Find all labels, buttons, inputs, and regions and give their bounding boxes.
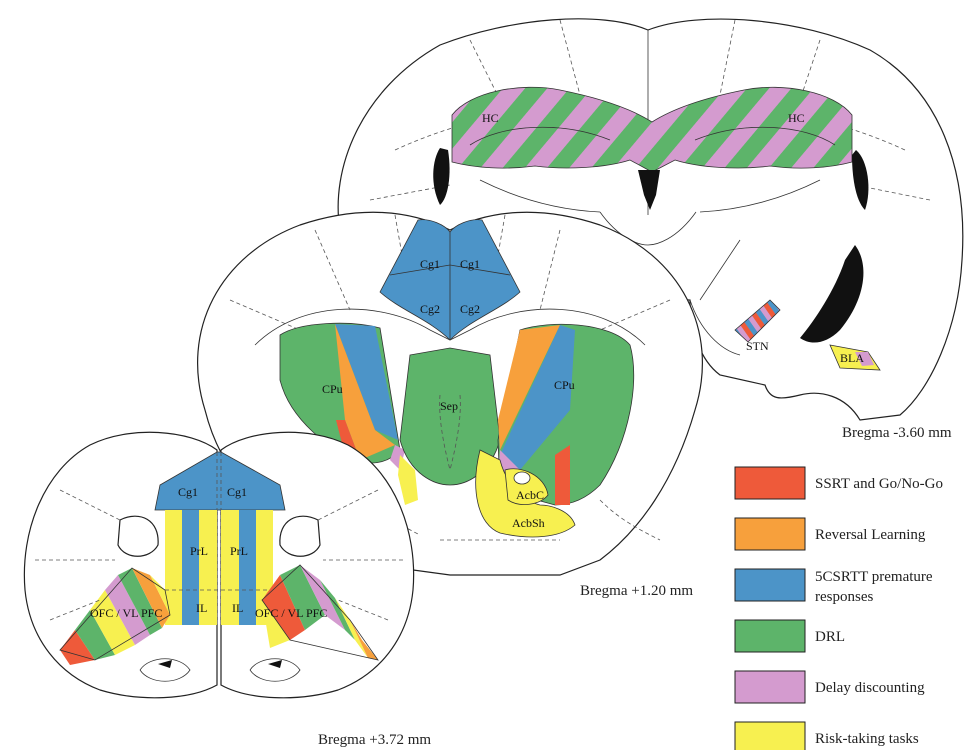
bregma-posterior: Bregma -3.60 mm — [842, 425, 952, 441]
anterior-cg1-right-label: Cg1 — [227, 485, 247, 499]
prl-left-label: PrL — [190, 544, 208, 558]
bregma-middle: Bregma +1.20 mm — [580, 583, 693, 599]
il-right-label: IL — [232, 601, 243, 615]
middle-cpu-right-label: CPu — [554, 378, 575, 392]
legend-label-2: 5CSRTT premature — [815, 569, 933, 585]
legend-label-1: Reversal Learning — [815, 527, 926, 543]
middle-cpu-left-label: CPu — [322, 382, 343, 396]
il-left-label: IL — [196, 601, 207, 615]
middle-cg1-left-label: Cg1 — [420, 257, 440, 271]
acbc-label: AcbC — [516, 488, 544, 502]
anterior-cg1-left-label: Cg1 — [178, 485, 198, 499]
prl-right-label: PrL — [230, 544, 248, 558]
anterior-commissure — [514, 472, 530, 484]
legend-swatch-2 — [735, 569, 805, 601]
acbsh-label: AcbSh — [512, 516, 545, 530]
middle-cg2-left-label: Cg2 — [420, 302, 440, 316]
legend-label-4: Delay discounting — [815, 680, 925, 696]
legend-swatch-1 — [735, 518, 805, 550]
middle-cg2-right-label: Cg2 — [460, 302, 480, 316]
ofc-right-label: OFC / VL PFC — [255, 606, 327, 620]
bla-label: BLA — [840, 351, 864, 365]
legend-swatch-5 — [735, 722, 805, 750]
hc-left-label: HC — [482, 111, 499, 125]
middle-cg1-right-label: Cg1 — [460, 257, 480, 271]
ofc-left-label: OFC / VL PFC — [90, 606, 162, 620]
legend-label-5: Risk-taking tasks — [815, 731, 919, 747]
legend-label-3: DRL — [815, 629, 845, 645]
legend-swatch-0 — [735, 467, 805, 499]
stn-label: STN — [746, 339, 769, 353]
hc-right-label: HC — [788, 111, 805, 125]
legend-swatch-4 — [735, 671, 805, 703]
legend-label-2-line2: responses — [815, 589, 873, 605]
legend-label-0: SSRT and Go/No-Go — [815, 476, 943, 492]
bregma-anterior: Bregma +3.72 mm — [318, 732, 431, 748]
septum-label: Sep — [440, 399, 458, 413]
legend-swatch-3 — [735, 620, 805, 652]
anterior-section: Cg1 Cg1 PrL PrL IL IL — [24, 432, 431, 748]
